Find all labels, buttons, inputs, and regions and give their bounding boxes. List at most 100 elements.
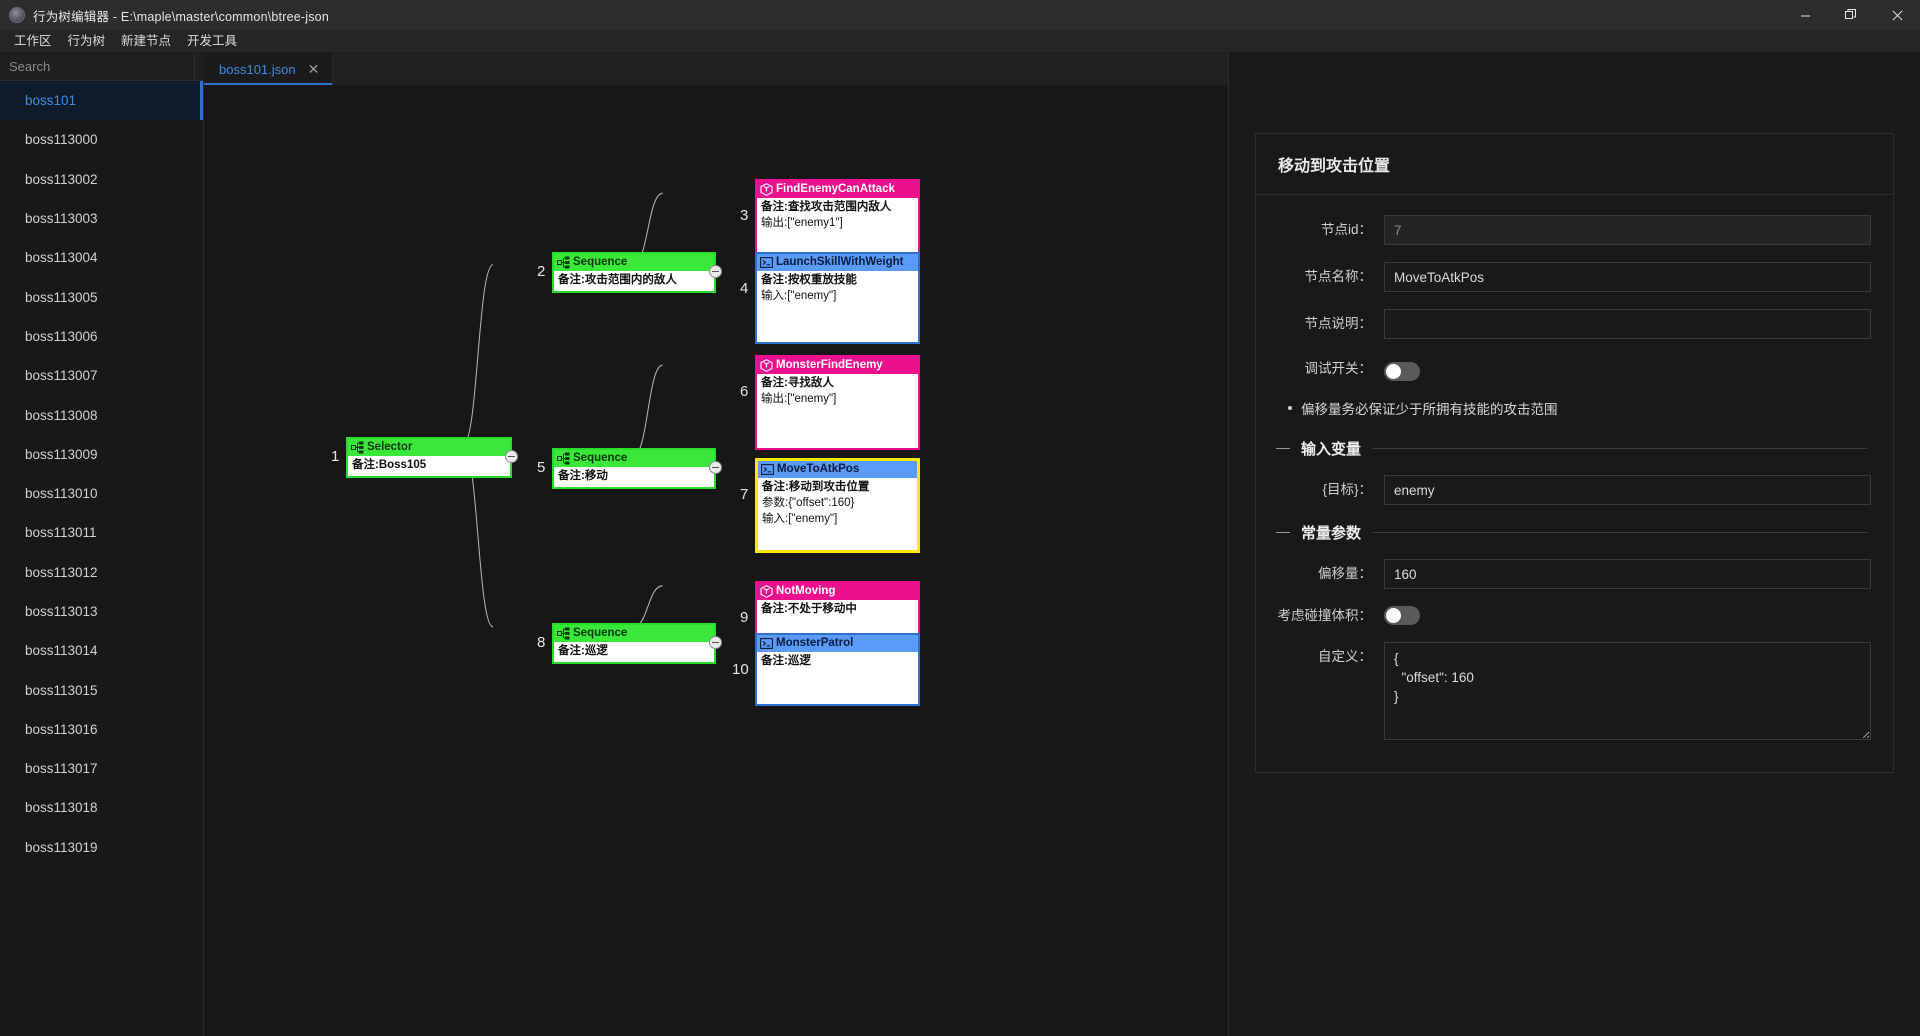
inspector-content: 节点id： 节点名称： 节点说明： — [1256, 195, 1893, 772]
sidebar-item-boss101[interactable]: boss101 — [0, 81, 203, 121]
bt-node-NotMoving[interactable]: NotMoving 备注:不处于移动中 — [755, 581, 920, 635]
node-index-label: 5 — [537, 459, 546, 476]
bt-node-Sequence[interactable]: Sequence 备注:移动 — [552, 448, 722, 489]
search-input[interactable] — [0, 53, 194, 80]
node-collapse-port[interactable] — [505, 450, 518, 463]
close-button[interactable] — [1874, 0, 1920, 30]
collapse-dash-icon[interactable] — [1276, 532, 1290, 533]
node-header: Selector — [348, 439, 510, 456]
node-title: LaunchSkillWithWeight — [776, 256, 904, 268]
tab-boss101-json[interactable]: boss101.json ✕ — [204, 53, 334, 85]
node-header: MoveToAtkPos — [758, 461, 917, 478]
sidebar-item-label: boss101 — [25, 93, 77, 109]
node-index-label: 6 — [740, 383, 749, 400]
node-index-label: 1 — [331, 448, 340, 465]
field-label: {目标}： — [1322, 482, 1372, 497]
menu-item-behaviortree[interactable]: 行为树 — [67, 34, 106, 48]
close-icon[interactable]: ✕ — [307, 61, 320, 77]
tab-label: boss101.json — [219, 61, 296, 77]
sidebar-item-boss113009[interactable]: boss113009 — [0, 435, 203, 474]
node-body: 备注:巡逻 — [554, 642, 714, 662]
sidebar-item-label: boss113014 — [25, 643, 98, 659]
field-input[interactable] — [1384, 559, 1871, 589]
menu-item-new-node[interactable]: 新建节点 — [121, 34, 172, 48]
composite-icon — [557, 256, 570, 269]
bullet-icon — [1288, 406, 1292, 410]
field-toggle[interactable] — [1384, 606, 1420, 625]
minus-icon — [508, 456, 515, 457]
window-controls — [1782, 0, 1920, 30]
sidebar-item-boss113006[interactable]: boss113006 — [0, 317, 203, 356]
field-input[interactable] — [1384, 475, 1871, 505]
sidebar-item-boss113017[interactable]: boss113017 — [0, 749, 203, 788]
sidebar-item-boss113002[interactable]: boss113002 — [0, 160, 203, 199]
node-detail-line: 备注:查找攻击范围内敌人 — [761, 201, 892, 213]
field-debug-switch: 调试开关： — [1266, 356, 1871, 381]
sidebar-item-boss113010[interactable]: boss113010 — [0, 474, 203, 513]
node-links — [462, 192, 663, 638]
sidebar-item-boss113003[interactable]: boss113003 — [0, 199, 203, 238]
sidebar-item-boss113011[interactable]: boss113011 — [0, 513, 203, 552]
node-header: MonsterFindEnemy — [757, 357, 918, 374]
field-node-name: 节点名称： — [1266, 262, 1871, 292]
node-name-input[interactable] — [1384, 262, 1871, 292]
maximize-button[interactable] — [1828, 0, 1874, 30]
sidebar-item-boss113005[interactable]: boss113005 — [0, 277, 203, 316]
sidebar-item-boss113012[interactable]: boss113012 — [0, 553, 203, 592]
window-title: 行为树编辑器 - E:\maple\master\common\btree-js… — [33, 9, 329, 24]
node-id-label: 节点id： — [1320, 222, 1372, 237]
app-icon — [9, 7, 25, 23]
node-detail-line: 参数:{"offset":160} — [762, 497, 855, 509]
inspector-hint: 偏移量务必保证少于所拥有技能的攻击范围 — [1288, 398, 1871, 418]
node-collapse-port[interactable] — [709, 265, 722, 278]
node-body: 备注:移动 — [554, 467, 714, 487]
sidebar-item-boss113014[interactable]: boss113014 — [0, 631, 203, 670]
field-textarea[interactable] — [1384, 642, 1871, 740]
node-title: Selector — [367, 441, 413, 453]
section-rule — [1372, 448, 1867, 449]
node-title: Sequence — [573, 256, 628, 268]
node-desc-input[interactable] — [1384, 309, 1871, 339]
sidebar-item-label: boss113011 — [25, 525, 97, 541]
sidebar-item-boss113000[interactable]: boss113000 — [0, 120, 203, 159]
sidebar-item-boss113015[interactable]: boss113015 — [0, 670, 203, 709]
node-detail-line: 备注:不处于移动中 — [761, 603, 857, 615]
node-detail-line: 输出:["enemy1"] — [761, 217, 843, 229]
node-collapse-port[interactable] — [709, 461, 722, 474]
node-title: Sequence — [573, 452, 628, 464]
collapse-dash-icon[interactable] — [1276, 448, 1290, 449]
sidebar-item-boss113008[interactable]: boss113008 — [0, 395, 203, 434]
menu-bar: 工作区 行为树 新建节点 开发工具 — [0, 30, 1920, 53]
node-collapse-port[interactable] — [709, 636, 722, 649]
sidebar-item-boss113007[interactable]: boss113007 — [0, 356, 203, 395]
menu-item-workspace[interactable]: 工作区 — [14, 34, 52, 48]
sidebar-item-boss113013[interactable]: boss113013 — [0, 592, 203, 631]
sidebar-item-boss113016[interactable]: boss113016 — [0, 710, 203, 749]
node-title: NotMoving — [776, 585, 836, 597]
sidebar-item-boss113004[interactable]: boss113004 — [0, 238, 203, 277]
sidebar-item-boss113018[interactable]: boss113018 — [0, 788, 203, 827]
sidebar-item-label: boss113017 — [25, 761, 98, 777]
node-id-input[interactable] — [1384, 215, 1871, 245]
menu-item-dev-tools[interactable]: 开发工具 — [187, 34, 238, 48]
sidebar-item-boss113019[interactable]: boss113019 — [0, 828, 203, 867]
toggle-knob — [1386, 364, 1401, 379]
node-detail-line: 输入:["enemy"] — [762, 513, 838, 525]
sidebar-item-label: boss113012 — [25, 564, 98, 580]
inspector-title: 移动到攻击位置 — [1256, 134, 1893, 195]
debug-switch-toggle[interactable] — [1384, 362, 1420, 381]
minimize-button[interactable] — [1782, 0, 1828, 30]
